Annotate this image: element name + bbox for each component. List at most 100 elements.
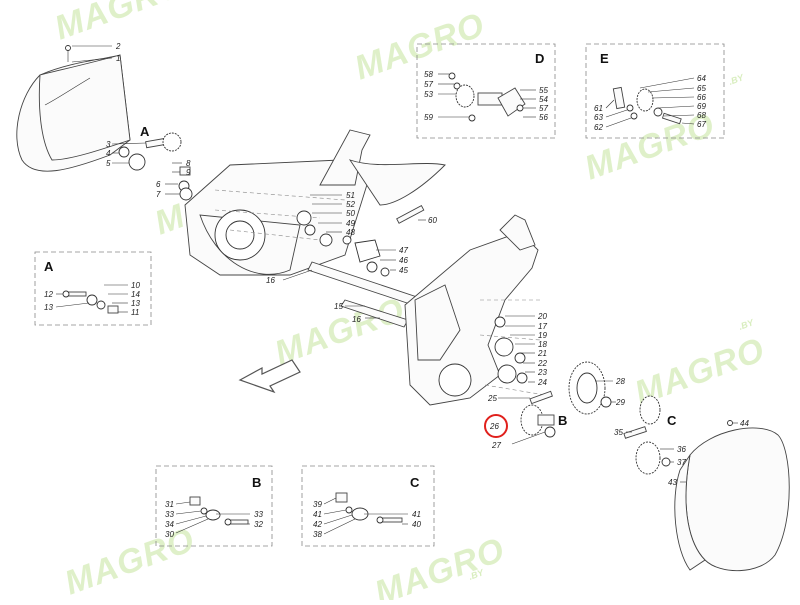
part-60: 60 [396,205,437,225]
part-number: 13 [44,303,53,312]
watermark-tld: .BY [727,72,745,87]
part-25: 25 [487,390,553,405]
part-number: 50 [346,209,355,218]
part-number: 13 [131,299,140,308]
part-number: 55 [539,86,548,95]
part-number: 37 [677,458,686,467]
watermark-text: MAGRO [60,521,200,600]
part-number: 62 [594,123,603,132]
part-number: 53 [424,90,433,99]
part-number: 35 [614,428,623,437]
part-number: 1 [116,54,120,63]
part-number: 59 [424,113,433,122]
part-number: 66 [697,93,706,102]
callout-letter: B [558,413,567,428]
inset-c: C 39 41 42 38 41 40 [301,465,435,547]
part-number: 65 [697,84,706,93]
part-number: 33 [165,510,174,519]
watermark-tld: .BY [737,317,755,332]
part-number: 9 [186,168,191,177]
part-number: 40 [412,520,421,529]
watermark-text: MAGRO [350,6,490,88]
part-number: 39 [313,500,322,509]
part-group-b-gear: B 26 27 [484,404,567,450]
inset-title: B [252,475,261,490]
part-number: 4 [106,149,111,158]
part-number: 15 [334,302,343,311]
part-number: 11 [131,308,139,317]
inset-title: C [410,475,420,490]
part-number: 52 [346,200,355,209]
callout-letter: A [140,124,150,139]
part-number: 6 [156,180,161,189]
part-number: 41 [313,510,322,519]
part-number: 57 [539,104,548,113]
large-gear-assembly: 28 29 [568,361,625,415]
right-cover-assembly: 44 43 [668,419,790,572]
part-group-17-24: 20 17 19 18 21 22 23 24 [494,312,547,387]
part-number: 47 [399,246,408,255]
part-number: 19 [538,331,547,340]
left-cover-assembly: 2 1 [16,42,131,172]
shaft-assembly: 16 15 16 [266,261,421,328]
part-number: 31 [165,500,174,509]
part-number: 57 [424,80,433,89]
part-number: 58 [424,70,433,79]
inset-title: A [44,259,54,274]
part-number: 51 [346,191,355,200]
inset-b: B 31 33 34 30 33 32 [155,465,273,547]
inset-e: E 64 65 66 69 68 67 61 63 62 [585,43,725,139]
watermark-text: MAGRO [370,531,510,600]
part-number: 20 [537,312,547,321]
inset-title: D [535,51,544,66]
part-number: 68 [697,111,706,120]
part-number: 28 [615,377,625,386]
part-number: 21 [537,349,547,358]
part-number: 69 [697,102,706,111]
part-number: 56 [539,113,548,122]
part-number: 2 [115,42,121,51]
part-number: 14 [131,290,140,299]
highlight-circle[interactable] [484,414,508,438]
part-number: 63 [594,113,603,122]
part-number: 36 [677,445,686,454]
part-number: 34 [165,520,174,529]
part-number: 5 [106,159,111,168]
part-group-48-52: 51 52 50 49 48 [296,191,355,247]
part-number: 27 [491,441,501,450]
part-number: 23 [537,368,547,377]
watermark-text: MAGRO [50,0,190,48]
inset-title: E [600,51,609,66]
part-number: 16 [352,315,361,324]
part-number: 67 [697,120,706,129]
part-number: 49 [346,219,355,228]
part-number: 7 [156,190,161,199]
main-frame-left [184,129,446,276]
part-number-highlighted: 26 [489,422,499,431]
part-number: 25 [487,394,497,403]
part-group-45-47: 47 46 45 [354,239,408,277]
part-number: 45 [399,266,408,275]
part-number: 43 [668,478,677,487]
part-number: 41 [412,510,421,519]
part-number: 17 [538,322,547,331]
part-number: 61 [594,104,603,113]
inset-a: A 12 13 10 14 13 11 [34,251,152,326]
part-number: 30 [165,530,174,539]
part-number: 16 [266,276,275,285]
main-frame-right [404,214,546,406]
direction-arrow-icon [238,359,301,394]
part-number: 8 [186,159,191,168]
part-number: 3 [106,140,111,149]
part-number: 12 [44,290,53,299]
part-number: 42 [313,520,322,529]
part-number: 10 [131,281,140,290]
part-number: 18 [538,340,547,349]
part-group-c-gear: C 35 36 37 [614,395,686,475]
part-number: 60 [428,216,437,225]
part-number: 46 [399,256,408,265]
inset-d: D 58 57 53 59 55 54 57 56 [416,43,556,139]
part-number: 24 [537,378,547,387]
